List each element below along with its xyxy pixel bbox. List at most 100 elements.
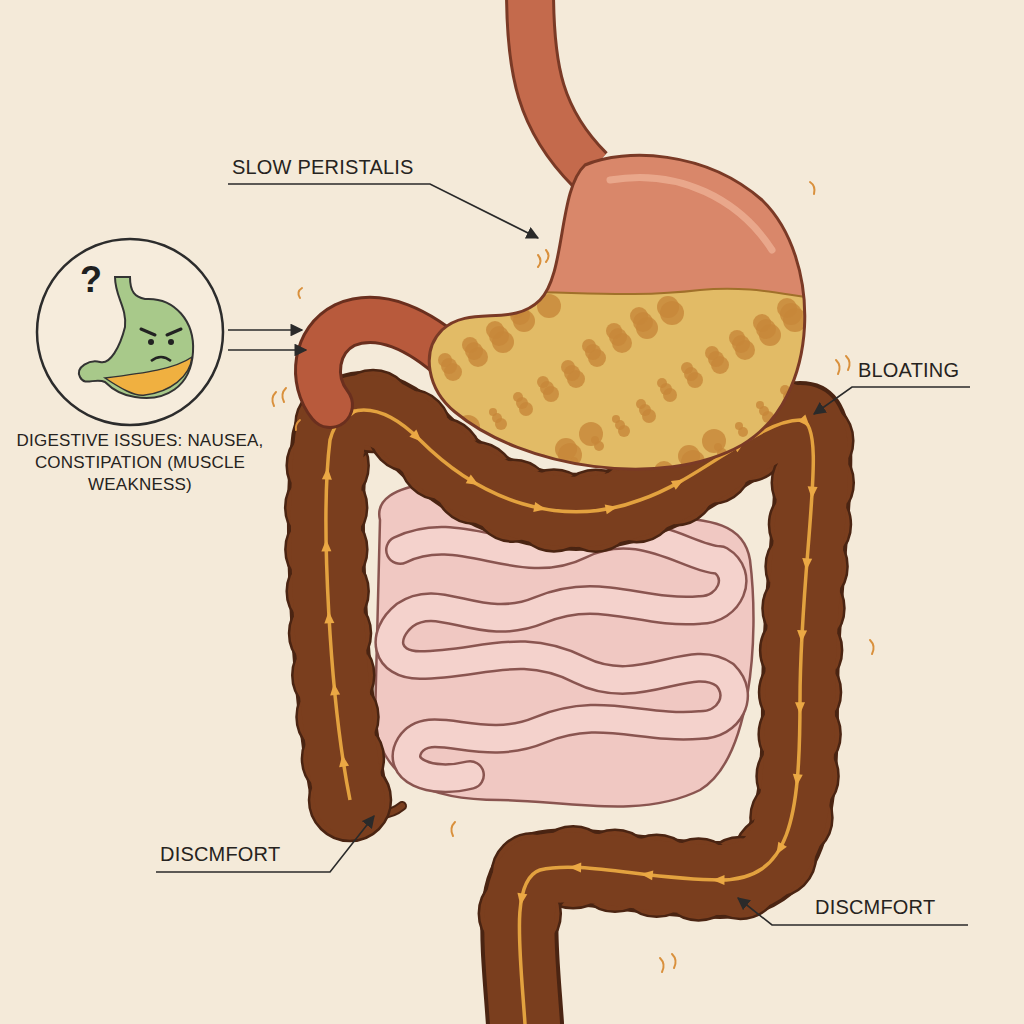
eye — [168, 339, 174, 345]
flow-arrow — [569, 862, 581, 872]
motion-mark — [451, 822, 455, 836]
motion-marks — [272, 182, 873, 972]
food-spot — [657, 296, 679, 318]
stomach-outline — [429, 155, 804, 469]
flow-arrow — [324, 611, 335, 624]
food-spot — [462, 337, 478, 353]
label-holder: DIGESTIVE ISSUES: NAUSEA, CONSTIPATION (… — [12, 430, 268, 496]
symptom-note: DIGESTIVE ISSUES: NAUSEA, CONSTIPATION (… — [12, 430, 268, 496]
flow-arrow — [772, 842, 787, 857]
label-holder: BLOATING — [858, 358, 959, 382]
flow-arrows — [321, 405, 817, 906]
flow-arrow — [515, 893, 527, 906]
flow-arrow — [795, 702, 805, 714]
eye — [148, 339, 154, 345]
food-spot — [804, 369, 816, 381]
food-spot — [612, 415, 620, 423]
flow-arrow — [321, 539, 331, 551]
callout-label: SLOW PERISTALIS — [232, 155, 414, 179]
flow-arrow — [671, 475, 686, 490]
leader-lines — [156, 184, 970, 925]
food-spot — [693, 464, 701, 472]
flow-arrow — [796, 630, 807, 642]
node-outline — [35, 237, 225, 427]
flow-arrow — [640, 869, 653, 880]
food-spot — [753, 314, 771, 332]
food-spot — [432, 431, 454, 453]
pointer-arrow — [228, 329, 302, 331]
leader-line — [814, 387, 970, 414]
food-spot — [654, 461, 674, 481]
food-spot — [636, 399, 646, 409]
flow-arrow — [798, 414, 813, 430]
food-spot — [486, 321, 504, 339]
leader-line — [156, 816, 374, 872]
motion-mark — [870, 640, 874, 654]
food-spot — [606, 323, 622, 339]
flow-arrow — [801, 558, 812, 571]
food-spot — [735, 422, 743, 430]
mini-stomach-icon — [79, 277, 193, 398]
food-spot — [630, 307, 648, 325]
intestine-coil-outline — [389, 535, 734, 778]
flow-arrow — [329, 683, 340, 696]
motion-mark — [538, 250, 549, 267]
colon-outline — [326, 410, 813, 1024]
flow-arrow — [337, 754, 349, 767]
food-spot — [729, 330, 745, 346]
flow-arrow — [605, 502, 619, 514]
callout-label: DISCMFORT — [815, 895, 935, 919]
colon — [326, 410, 813, 1024]
food-spot — [807, 374, 821, 388]
mini-stomach-contents — [105, 357, 192, 395]
esophagus-outline — [530, 0, 590, 170]
food-spot — [555, 438, 577, 460]
node-text: ? — [80, 259, 102, 301]
flow-arrow — [712, 875, 724, 885]
food-spot — [489, 408, 497, 416]
motion-mark — [272, 388, 286, 406]
food-spot — [561, 360, 575, 374]
food-spot — [537, 376, 549, 388]
food-mass — [420, 289, 840, 520]
callout-label: DISCMFORT — [160, 842, 280, 866]
leader-line — [228, 184, 538, 238]
food-spot — [657, 378, 667, 388]
angry-brows — [141, 329, 181, 335]
motion-mark — [660, 954, 676, 972]
food-spot — [702, 429, 726, 453]
motion-mark — [810, 182, 815, 194]
icon-circle: ? — [35, 237, 225, 427]
food-spot — [447, 450, 455, 458]
callout-label: BLOATING — [858, 358, 959, 382]
colon-flow-line — [326, 410, 813, 1024]
intestine-coil — [389, 535, 734, 778]
frown — [151, 357, 171, 361]
stomach-contents — [420, 289, 840, 520]
food-spot — [804, 457, 828, 481]
flow-arrow — [792, 774, 803, 787]
food-spot — [534, 459, 556, 481]
flow-arrow — [322, 467, 333, 480]
food-spot — [786, 395, 800, 409]
label-holder: SLOW PERISTALIS — [232, 155, 414, 179]
food-spot — [777, 298, 797, 318]
food-spot — [513, 392, 523, 402]
food-spot — [426, 301, 434, 309]
mini-stomach — [79, 277, 193, 398]
food-spot — [468, 429, 476, 437]
label-holder: DISCMFORT — [160, 842, 280, 866]
flow-arrow — [533, 502, 547, 514]
food-spot — [471, 434, 481, 444]
motion-mark — [298, 288, 302, 298]
leader-line — [738, 898, 968, 925]
motion-mark — [836, 356, 850, 374]
food-spot — [435, 436, 459, 460]
food-spot — [579, 422, 603, 446]
food-spot — [810, 379, 826, 395]
food-spot — [681, 362, 693, 374]
